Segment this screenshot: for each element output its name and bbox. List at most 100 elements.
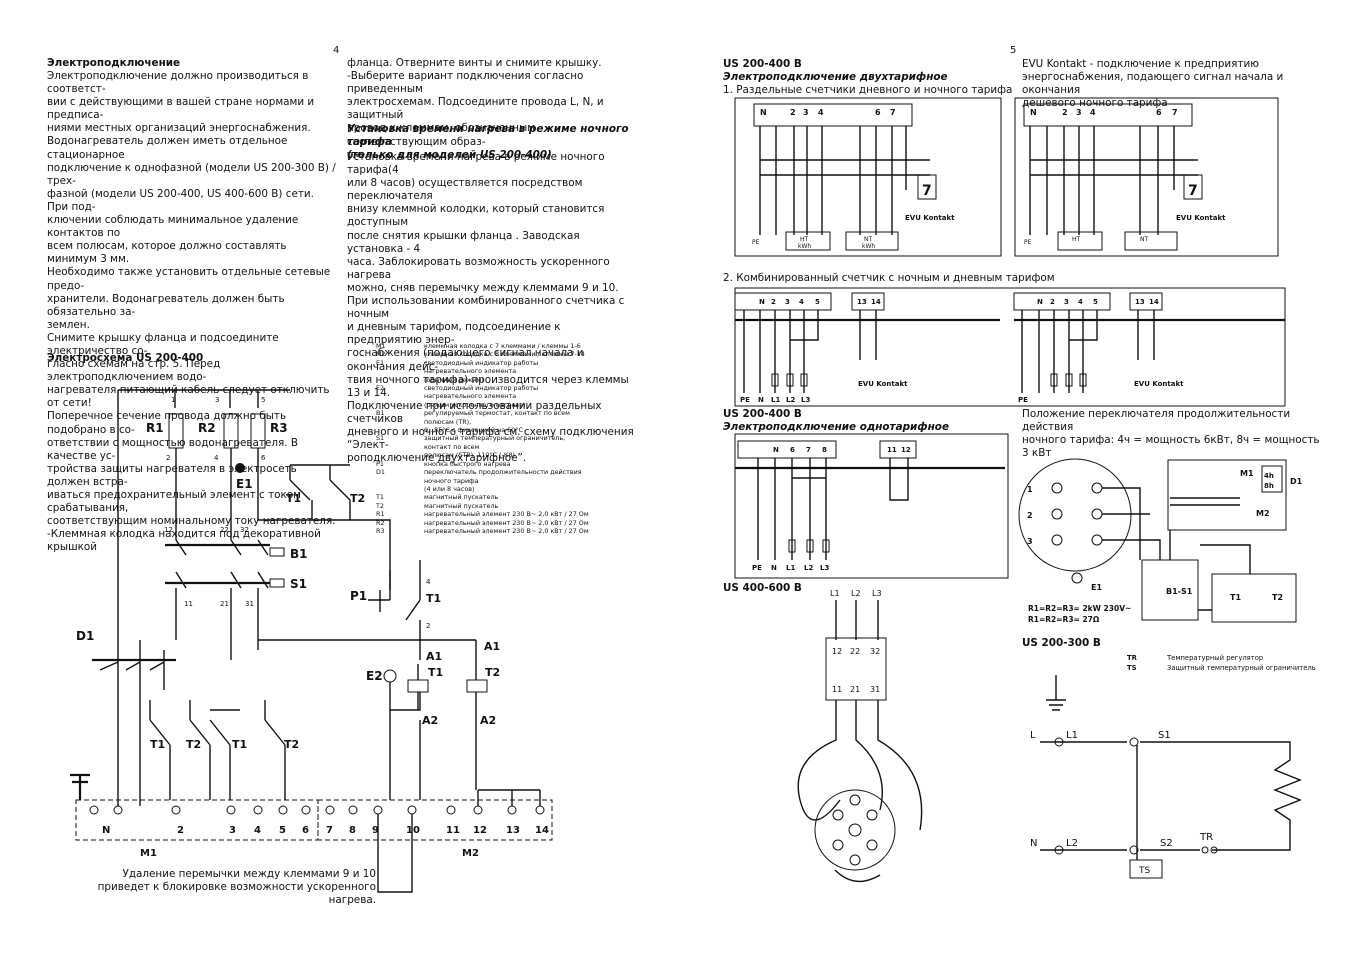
svg-text:N: N: [758, 396, 764, 404]
svg-text:PE: PE: [752, 564, 762, 572]
svg-text:B1-S1: B1-S1: [1166, 587, 1193, 596]
svg-text:32: 32: [240, 526, 249, 534]
evu-note: EVU Kontakt - подключение к предприятию …: [1022, 58, 1284, 110]
svg-text:4h: 4h: [1264, 472, 1274, 480]
grounding-icon: [70, 773, 90, 800]
svg-text:L1: L1: [771, 396, 780, 404]
svg-text:2: 2: [771, 298, 776, 306]
r1-label: R1: [146, 421, 164, 435]
svg-text:N: N: [760, 108, 767, 117]
page-number-right: 5: [1010, 45, 1017, 56]
svg-text:T1: T1: [426, 592, 441, 605]
svg-text:R1=R2=R3= 2kW 230V~: R1=R2=R3= 2kW 230V~: [1028, 604, 1131, 613]
svg-text:N: N: [1030, 838, 1037, 849]
svg-text:A2: A2: [422, 714, 438, 727]
svg-text:4: 4: [1078, 298, 1083, 306]
text-column-2a: фланца. Отверните винты и снимите крышку…: [347, 57, 604, 161]
svg-text:7: 7: [890, 108, 896, 117]
svg-text:5: 5: [279, 825, 286, 836]
t2-coil: [466, 679, 488, 693]
svg-text:E1: E1: [236, 477, 253, 491]
svg-text:PE: PE: [740, 396, 750, 404]
svg-text:7: 7: [1172, 108, 1178, 117]
svg-text:T2: T2: [350, 492, 365, 505]
terminal-block-m2: [317, 799, 553, 841]
svg-text:N: N: [773, 446, 779, 454]
svg-text:11: 11: [446, 825, 460, 836]
svg-text:EVU Kontakt: EVU Kontakt: [1176, 214, 1226, 222]
svg-text:L3: L3: [872, 589, 882, 598]
svg-text:S2: S2: [1160, 838, 1173, 849]
svg-text:1: 1: [171, 396, 175, 404]
svg-text:8: 8: [349, 825, 356, 836]
svg-text:B1: B1: [290, 547, 308, 561]
heading-us200-400-two-tariff: US 200-400 В: [723, 58, 802, 70]
svg-text:T1: T1: [1230, 593, 1241, 602]
svg-text:T1: T1: [286, 492, 301, 505]
svg-text:5: 5: [261, 396, 265, 404]
svg-text:12: 12: [901, 446, 911, 454]
svg-text:13: 13: [857, 298, 867, 306]
svg-text:L1: L1: [1066, 730, 1078, 741]
svg-text:2: 2: [1050, 298, 1055, 306]
svg-text:L3: L3: [820, 564, 829, 572]
svg-text:T2: T2: [1272, 593, 1283, 602]
svg-text:12: 12: [473, 825, 487, 836]
svg-text:N: N: [771, 564, 777, 572]
night-tariff-heading: Установка времени нагрева в режиме ночно…: [347, 123, 629, 161]
svg-text:L2: L2: [1066, 838, 1078, 849]
svg-text:14: 14: [1149, 298, 1159, 306]
svg-text:8: 8: [822, 446, 827, 454]
svg-text:A1: A1: [426, 650, 442, 663]
text-column-2b: Установка времени нагрева в режиме ночно…: [347, 151, 634, 465]
svg-text:M2: M2: [462, 848, 479, 859]
svg-text:PE: PE: [1024, 239, 1032, 246]
svg-text:31: 31: [870, 685, 880, 694]
svg-text:4: 4: [426, 578, 431, 586]
svg-text:N: N: [759, 298, 765, 306]
svg-text:4: 4: [799, 298, 804, 306]
svg-text:4: 4: [1090, 108, 1096, 117]
svg-text:S1: S1: [290, 577, 307, 591]
svg-text:EVU Kontakt: EVU Kontakt: [858, 380, 908, 388]
svg-text:A1: A1: [484, 640, 500, 653]
svg-text:2: 2: [790, 108, 796, 117]
svg-text:T1: T1: [150, 738, 165, 751]
two-tariff-left: N 2 3 4 6 7 7 EVU Kontakt HT kWh NT kWh …: [752, 103, 955, 251]
svg-text:6: 6: [302, 825, 309, 836]
svg-text:7: 7: [326, 825, 333, 836]
svg-text:1: 1: [1027, 485, 1033, 494]
two-tariff-right: N 2 3 4 6 7 7 EVU Kontakt HT NT PE: [1023, 103, 1226, 251]
svg-text:R1=R2=R3= 27Ω: R1=R2=R3= 27Ω: [1028, 615, 1100, 624]
svg-text:L1: L1: [830, 589, 840, 598]
svg-text:M2: M2: [1256, 509, 1270, 518]
svg-text:11: 11: [887, 446, 897, 454]
svg-text:T1: T1: [428, 666, 443, 679]
subheading-single-tariff: Электроподключение однотарифное: [723, 421, 949, 433]
switch-position-note: Положение переключателя продолжительност…: [1022, 408, 1320, 460]
svg-text:3: 3: [215, 396, 219, 404]
svg-text:EVU Kontakt: EVU Kontakt: [905, 214, 955, 222]
svg-text:E2: E2: [366, 669, 383, 683]
heading-us200-400-single: US 200-400 В: [723, 408, 802, 420]
svg-text:31: 31: [245, 600, 254, 608]
svg-text:10: 10: [406, 825, 420, 836]
svg-text:12: 12: [832, 647, 842, 656]
svg-text:6: 6: [1156, 108, 1162, 117]
combined-meter-label: 2. Комбинированный счетчик с ночным и дн…: [723, 272, 1055, 284]
svg-text:32: 32: [870, 647, 880, 656]
heading-us400-600: US 400-600 В: [723, 582, 802, 594]
svg-text:8h: 8h: [1264, 482, 1274, 490]
svg-text:3: 3: [785, 298, 790, 306]
